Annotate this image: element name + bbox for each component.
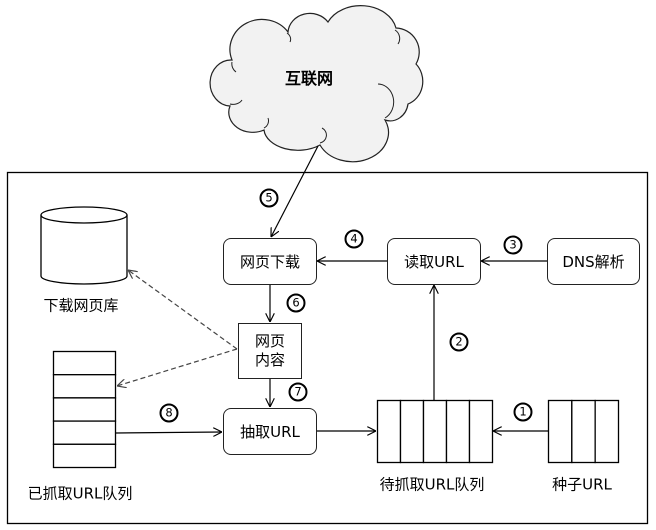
dns-resolve-box[interactable]: DNS解析 [547,238,640,285]
database-label: 下载网页库 [43,296,119,315]
read-url-box[interactable]: 读取URL [387,238,481,285]
step-8-badge: 8 [159,403,179,423]
pending-url-queue[interactable] [376,399,494,464]
extract-url-box[interactable]: 抽取URL [223,408,317,455]
seed-queue-slot [571,399,596,464]
page-download-box[interactable]: 网页下载 [223,238,317,285]
crawled-url-queue[interactable] [52,350,117,469]
crawled-queue-slot [52,350,117,376]
page-download-label: 网页下载 [239,253,300,271]
pending-queue-slot [468,399,494,464]
step-4-badge: 4 [344,229,364,249]
edge-page-content-to-crawled [117,348,238,386]
edge-internet-to-page-download [271,145,319,237]
step-2-badge: 2 [449,332,469,352]
step-5-badge: 5 [259,188,279,208]
crawled-queue-slot [52,420,117,445]
step-6-badge: 6 [286,293,306,313]
edge-crawled-to-extract-url [115,432,222,433]
seed-queue-label: 种子URL [552,475,612,494]
step-3-badge: 3 [503,235,523,255]
crawled-queue-slot [52,397,117,422]
edges [115,145,548,433]
pending-queue-slot [422,399,448,464]
seed-queue-slot [547,399,573,464]
internet-cloud[interactable] [209,5,424,163]
crawled-queue-slot [52,443,117,469]
extract-url-label: 抽取URL [240,423,300,441]
cloud-inner-curve [229,29,401,144]
page-content-label-line2: 内容 [254,351,285,369]
internet-label: 互联网 [284,69,334,88]
pending-queue-slot [376,399,402,464]
step-1-badge: 1 [513,402,533,422]
read-url-label: 读取URL [404,253,464,271]
database-cylinder[interactable] [40,206,128,285]
pending-queue-slot [399,399,425,464]
edge-page-content-to-database [128,270,238,350]
dns-resolve-label: DNS解析 [562,253,625,271]
seed-queue-slot [594,399,620,464]
seed-url-queue[interactable] [547,399,620,464]
system-frame [6,171,649,525]
page-content-box[interactable]: 网页 内容 [238,323,302,379]
pending-queue-label: 待抓取URL队列 [379,475,485,494]
pending-queue-slot [445,399,471,464]
crawled-queue-slot [52,374,117,399]
page-content-label-line1: 网页 [254,332,285,350]
step-7-badge: 7 [288,382,308,402]
crawled-queue-label: 已抓取URL队列 [27,484,133,503]
